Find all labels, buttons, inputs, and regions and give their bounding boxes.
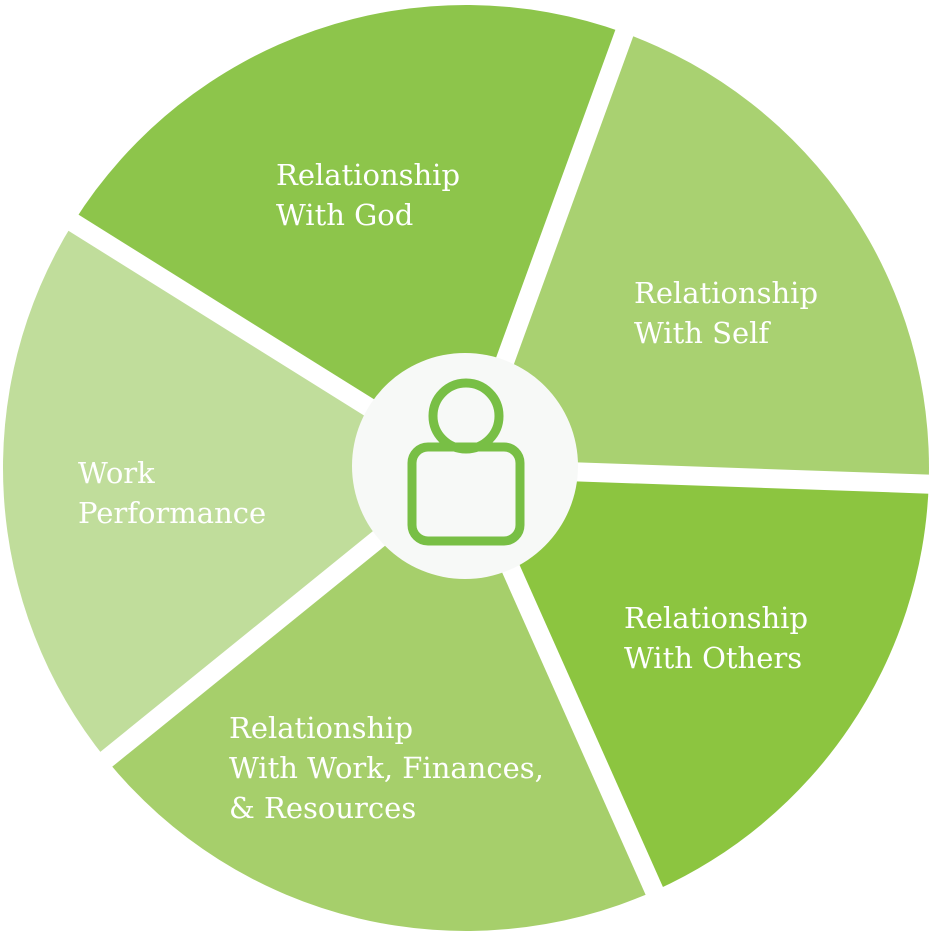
segment-work-performance xyxy=(3,222,467,760)
segment-self xyxy=(466,32,929,485)
person-icon xyxy=(407,378,525,546)
segment-god xyxy=(73,5,625,469)
segment-others xyxy=(466,468,929,891)
